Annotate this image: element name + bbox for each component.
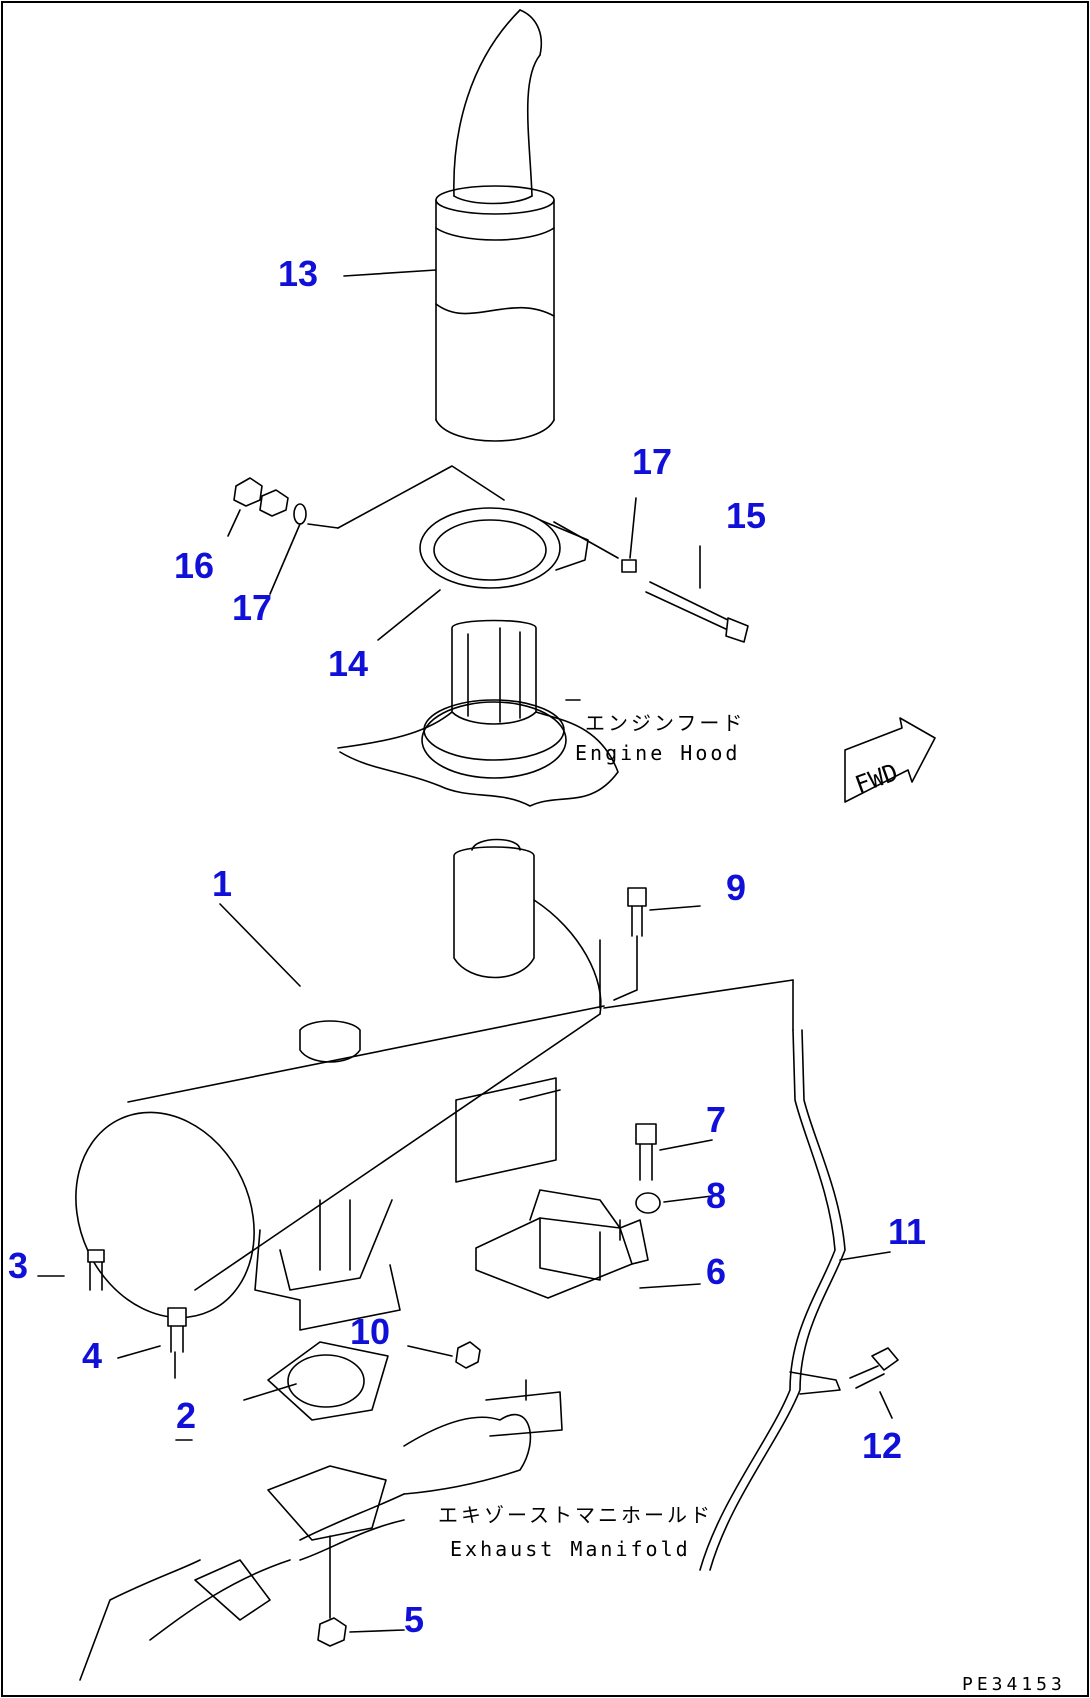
forward-direction-arrow: FWD	[844, 717, 936, 803]
figure-code: PE34153	[962, 1674, 1066, 1695]
leader-lines	[37, 269, 893, 1633]
callout-16: 16	[174, 545, 214, 586]
callout-10: 10	[350, 1311, 390, 1352]
fwd-label: FWD	[851, 758, 901, 799]
bolt-7	[635, 1123, 657, 1181]
nut-10	[455, 1341, 481, 1369]
manifold-note-en: Exhaust Manifold	[450, 1537, 691, 1561]
callout-6: 6	[706, 1251, 726, 1292]
callout-11: 11	[888, 1211, 926, 1252]
stay-rod-part	[699, 979, 846, 1571]
callout-17-right: 17	[632, 441, 672, 482]
bolt-12	[849, 1347, 899, 1389]
engine-hood-note-jp: エンジンフード	[585, 711, 745, 735]
clamp-band-part	[337, 465, 619, 589]
bolt-3	[87, 1249, 105, 1291]
engine-hood-note-en: Engine Hood	[575, 741, 740, 765]
bolt-9	[613, 887, 647, 1001]
callout-8: 8	[706, 1175, 726, 1216]
exhaust-manifold	[79, 1391, 563, 1681]
callout-5: 5	[404, 1599, 424, 1640]
clamp-bolt-part	[645, 581, 749, 643]
engine-hood-flange	[337, 619, 619, 807]
callout-4: 4	[82, 1335, 102, 1376]
bolt-4	[167, 1307, 187, 1379]
exhaust-stack-pipe-part	[435, 9, 555, 442]
callout-9: 9	[726, 867, 746, 908]
gasket-part	[267, 1341, 389, 1421]
callout-13: 13	[278, 253, 318, 294]
nut-and-washer-set	[233, 477, 637, 573]
callout-3: 3	[8, 1245, 28, 1286]
muffler-body-part	[75, 838, 605, 1331]
callout-15: 15	[726, 495, 766, 536]
bracket-part	[455, 1077, 649, 1299]
callout-14: 14	[328, 643, 368, 684]
callout-7: 7	[706, 1099, 726, 1140]
callout-1: 1	[212, 863, 232, 904]
callout-17-left: 17	[232, 587, 272, 628]
washer-8	[635, 1192, 661, 1214]
manifold-note-jp: エキゾーストマニホールド	[438, 1503, 713, 1527]
callout-12: 12	[862, 1425, 902, 1466]
callout-2: 2	[176, 1395, 196, 1436]
nut-5	[317, 1535, 347, 1647]
